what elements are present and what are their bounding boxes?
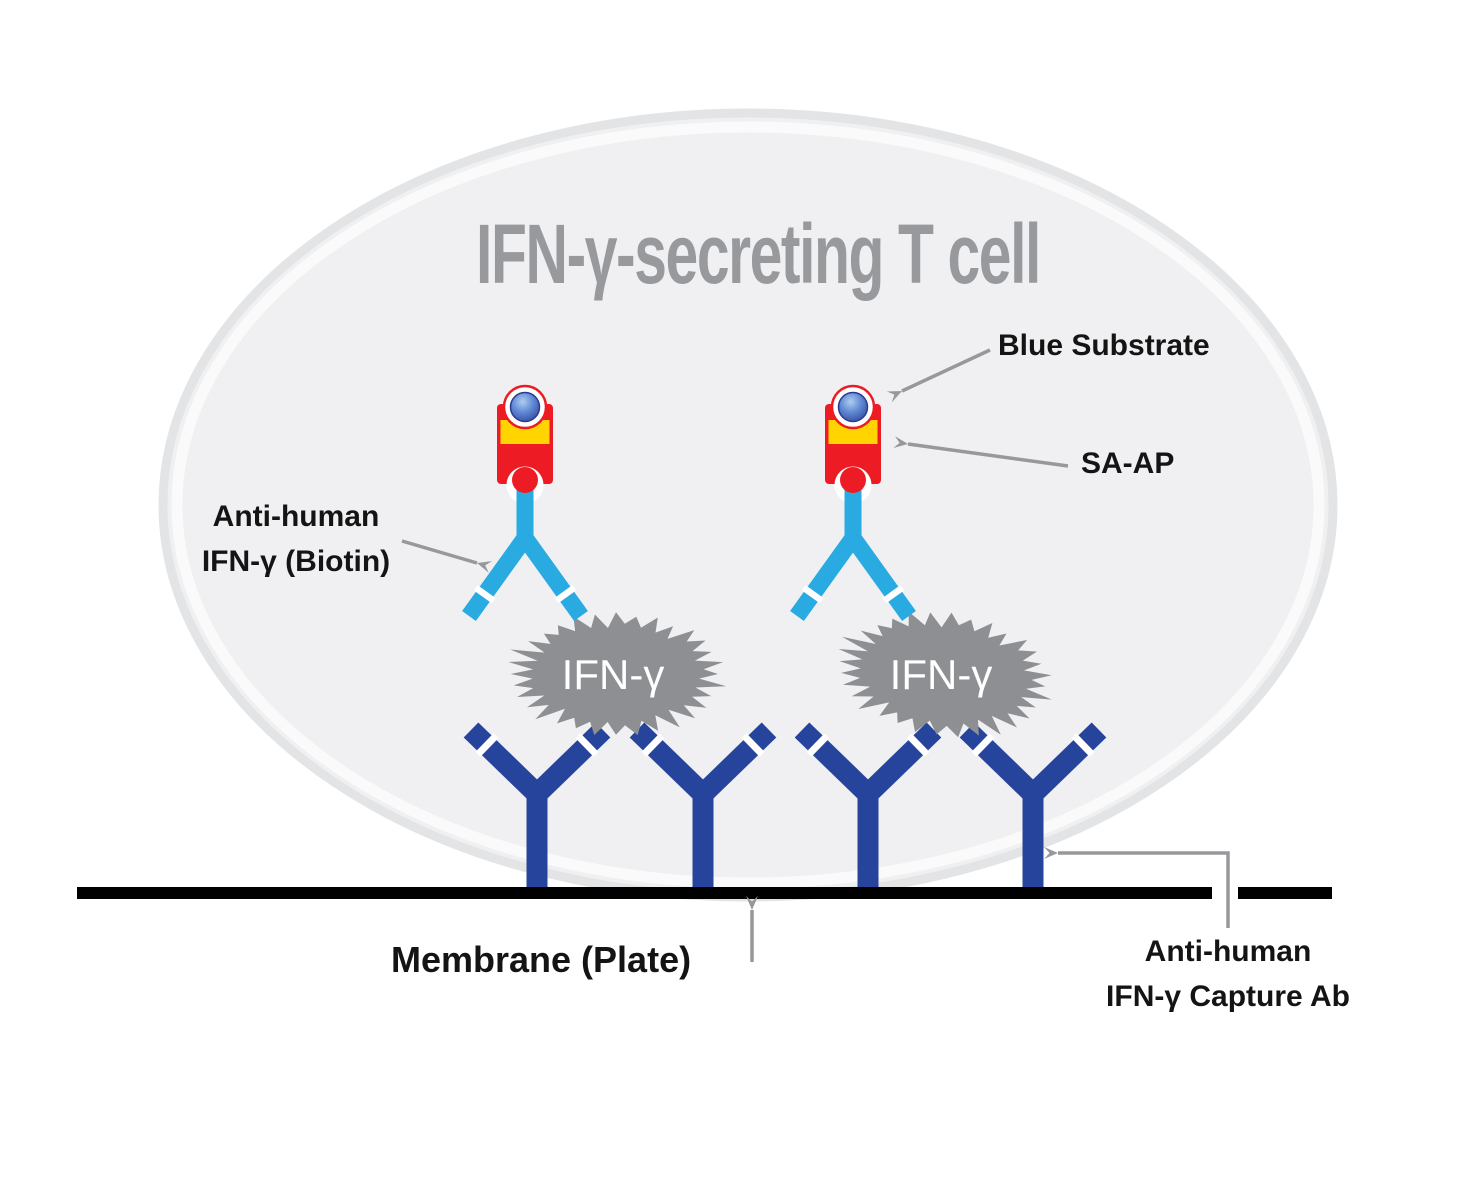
- biotin-label-line2: IFN-γ (Biotin): [201, 545, 391, 578]
- anti-human-ifn-biotin-label: Anti-human IFN-γ (Biotin): [156, 494, 436, 584]
- capture-antibody-arrow: [1044, 847, 1230, 928]
- t-cell-ellipse: [158, 108, 1338, 902]
- ifn-gamma-blob-2-label: IFN-γ: [890, 651, 993, 698]
- capture-label-line2: IFN-γ Capture Ab: [1106, 980, 1350, 1013]
- capture-label-line1: Anti-human: [1144, 935, 1312, 968]
- ifn-gamma-blob-1: IFN-γ: [508, 612, 727, 736]
- sa-ap-arrow: [893, 436, 1069, 468]
- ifn-gamma-blob-2: IFN-γ: [838, 611, 1052, 738]
- ifn-gamma-blob-1-label: IFN-γ: [562, 651, 665, 698]
- membrane-plate-label: Membrane (Plate): [391, 939, 692, 980]
- blue-substrate-label: Blue Substrate: [998, 329, 1210, 362]
- cell-title: IFN-γ-secreting T cell: [476, 207, 1041, 301]
- anti-human-ifn-capture-label: Anti-human IFN-γ Capture Ab: [1078, 929, 1378, 1019]
- blue-substrate-arrow: [886, 348, 991, 403]
- sa-ap-label: SA-AP: [1081, 447, 1175, 480]
- membrane-line: [77, 887, 1332, 899]
- biotin-label-line1: Anti-human: [212, 500, 380, 533]
- biotin-antibody-arrow: [401, 539, 493, 573]
